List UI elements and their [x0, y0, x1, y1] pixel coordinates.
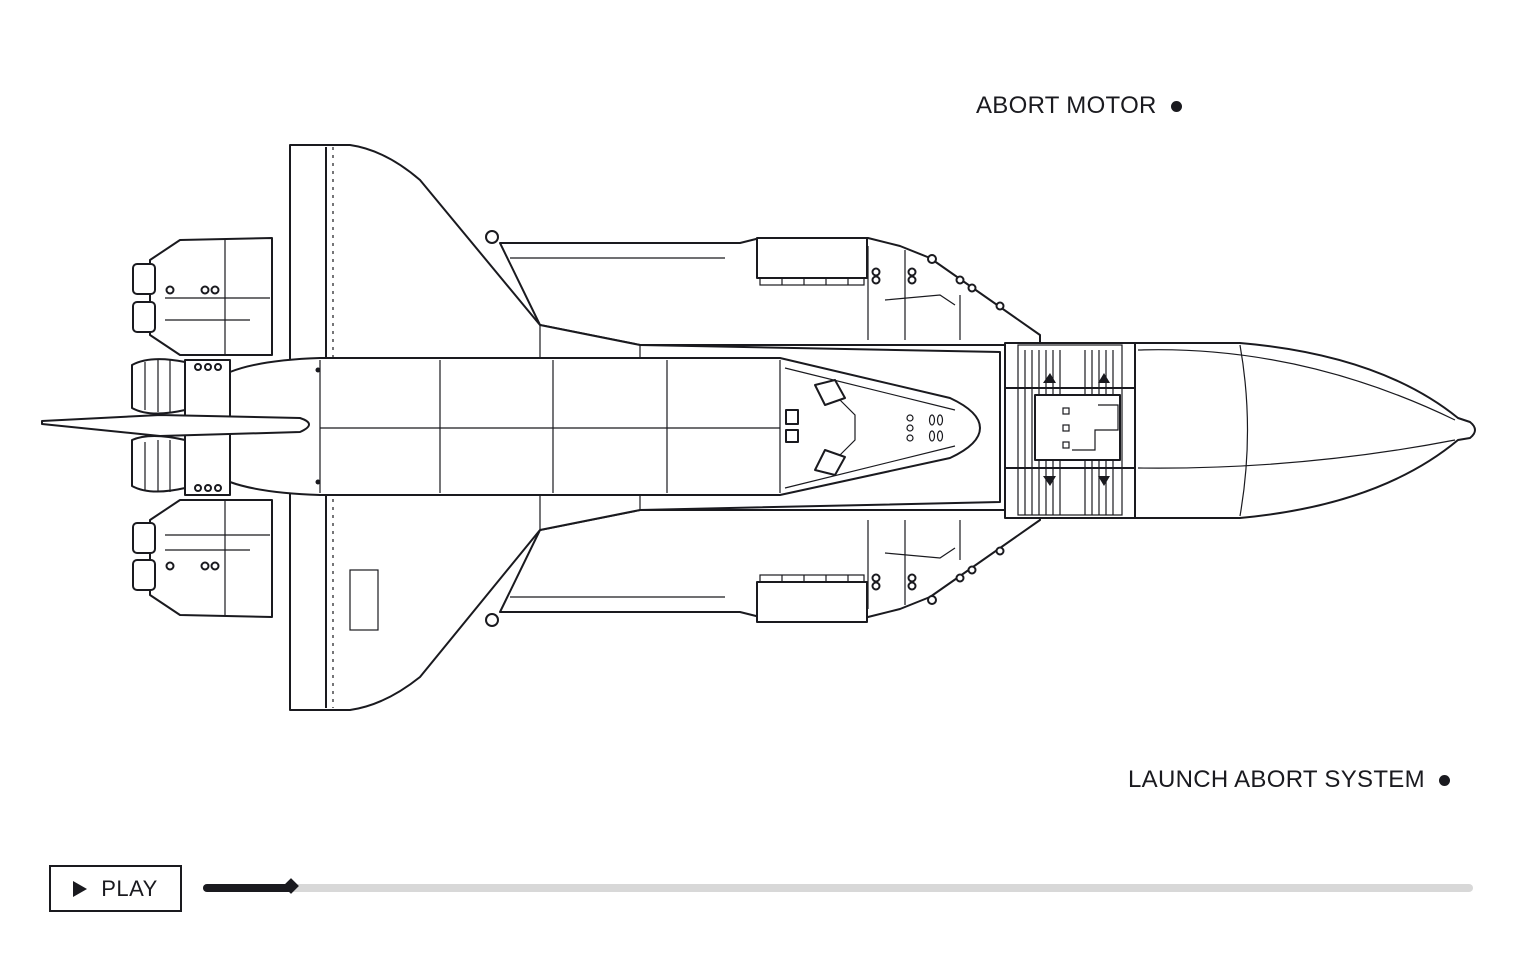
- orbiter-fuselage: [229, 357, 981, 496]
- launch-abort-system-label: LAUNCH ABORT SYSTEM: [1128, 766, 1425, 793]
- tail-fin: [41, 414, 310, 437]
- timeline-slider[interactable]: [203, 878, 1473, 894]
- launch-abort-system-hotspot[interactable]: [1438, 774, 1450, 786]
- play-label: PLAY: [101, 875, 158, 901]
- engine-pod-top: [132, 237, 273, 356]
- launch-abort-system-callout: LAUNCH ABORT SYSTEM: [1128, 766, 1450, 794]
- booster-top: [485, 230, 1041, 346]
- abort-motor-callout: ABORT MOTOR: [976, 92, 1182, 120]
- timeline-progress-fill: [203, 884, 291, 892]
- abort-adapter: [1004, 342, 1136, 519]
- play-button[interactable]: PLAY: [49, 865, 182, 912]
- launch-abort-tower: [1134, 342, 1476, 519]
- cockpit: [785, 379, 944, 476]
- engine-pod-bottom: [132, 499, 273, 618]
- abort-motor-label: ABORT MOTOR: [976, 92, 1157, 119]
- booster-bottom: [485, 509, 1041, 627]
- play-icon: [73, 880, 88, 897]
- abort-motor-hotspot[interactable]: [1170, 100, 1182, 112]
